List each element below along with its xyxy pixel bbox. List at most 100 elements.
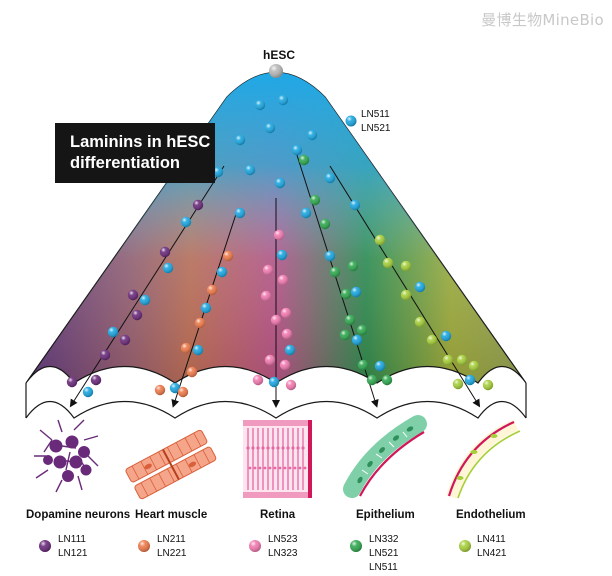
cell-particle [234,134,246,146]
cell-particle [464,374,476,386]
lineage-laminin-bullets [39,540,471,552]
laminin-item: LN421 [477,548,507,559]
cell-particle [381,374,393,386]
cell-particle [194,317,206,329]
cell-particle [298,154,310,166]
cardiomyocyte-icon [125,429,217,500]
cell-particle [400,260,412,272]
cell-particle [324,172,336,184]
laminin-swatch [459,540,471,552]
laminin-item: LN221 [157,548,187,559]
cell-particle [262,264,274,276]
cell-particle [440,330,452,342]
cell-particle [277,94,289,106]
cell-particle [452,378,464,390]
fan-base-edge [25,401,527,419]
cell-particle [154,384,166,396]
cell-particle [180,342,192,354]
lineage-laminins-heart-muscle: LN211 LN221 [157,533,186,561]
laminin-item: LN323 [268,548,298,559]
cell-particle [442,354,454,366]
cell-particle [177,386,189,398]
lineage-name-endothelium: Endothelium [456,509,526,521]
cell-particle [277,274,289,286]
cell-particle [339,329,351,341]
cell-particle [127,289,139,301]
cell-particle [268,376,280,388]
cell-particle [357,359,369,371]
cell-particle [82,386,94,398]
lineage-name-retina: Retina [260,509,296,521]
lineage-name-heart-muscle: Heart muscle [135,509,208,521]
cell-particle [200,302,212,314]
cell-particle [252,374,264,386]
cell-particle [400,289,412,301]
cell-particle [159,246,171,258]
cell-particle [309,194,321,206]
cell-particle [285,379,297,391]
laminin-item: LN332 [369,534,399,545]
laminin-swatch [249,540,261,552]
laminin-item: LN511 [369,562,398,573]
vessel-wall-icon [446,419,521,499]
cell-particle [264,122,276,134]
cell-particle [169,382,181,394]
lineage-name-dopamine-neurons: Dopamine neurons [26,509,131,521]
laminin-swatch [39,540,51,552]
cell-particle [192,344,204,356]
cell-particle [244,164,256,176]
cell-particle [99,349,111,361]
cell-particle [319,218,331,230]
cell-particle [426,334,438,346]
cell-particle [186,366,198,378]
cell-particle [90,374,102,386]
cell-particle [374,234,386,246]
lineage-laminins-retina: LN523 LN323 [268,533,297,561]
cell-particle [216,266,228,278]
cell-particle [284,344,296,356]
cell-particle [356,324,368,336]
cell-particle [351,334,363,346]
cell-particle [212,166,224,178]
stem-laminin-2: LN521 [361,123,391,134]
cell-particle [180,216,192,228]
laminin-swatch [350,540,362,552]
cell-particle [254,99,266,111]
cell-particle [192,199,204,211]
cell-particle [281,328,293,340]
title-line-1: Laminins in hESC [70,133,211,151]
cell-particle [279,359,291,371]
cell-particle [139,294,151,306]
cell-particle [222,250,234,262]
laminin-item: LN121 [58,548,88,559]
cell-particle [131,309,143,321]
epithelial-sheet-icon [343,415,427,498]
cell-particle [374,360,386,372]
lineage-laminins-dopamine-neurons: LN111 LN121 [58,533,87,561]
lineage-name-epithelium: Epithelium [356,509,415,521]
cell-particle [162,262,174,274]
cell-particle [344,314,356,326]
cell-particle [382,257,394,269]
cell-particle [260,290,272,302]
hesc-label: hESC [263,48,296,62]
cell-particle [482,379,494,391]
cell-particle [350,286,362,298]
lineage-laminins-epithelium: LN332 LN521 LN511 [369,533,398,575]
cell-particle [324,250,336,262]
cell-particle [119,334,131,346]
cell-particle [456,354,468,366]
cell-particle [347,260,359,272]
cell-particle [329,266,341,278]
stem-laminin-1: LN511 [361,109,390,120]
fan-rim [25,383,527,418]
cell-particle [414,281,426,293]
cell-particle [273,229,285,241]
laminin-item: LN411 [477,534,506,545]
laminin-swatch [138,540,150,552]
cell-particle [276,249,288,261]
cell-particle [306,129,318,141]
title-line-2: differentiation [70,154,180,172]
cell-particle [107,326,119,338]
